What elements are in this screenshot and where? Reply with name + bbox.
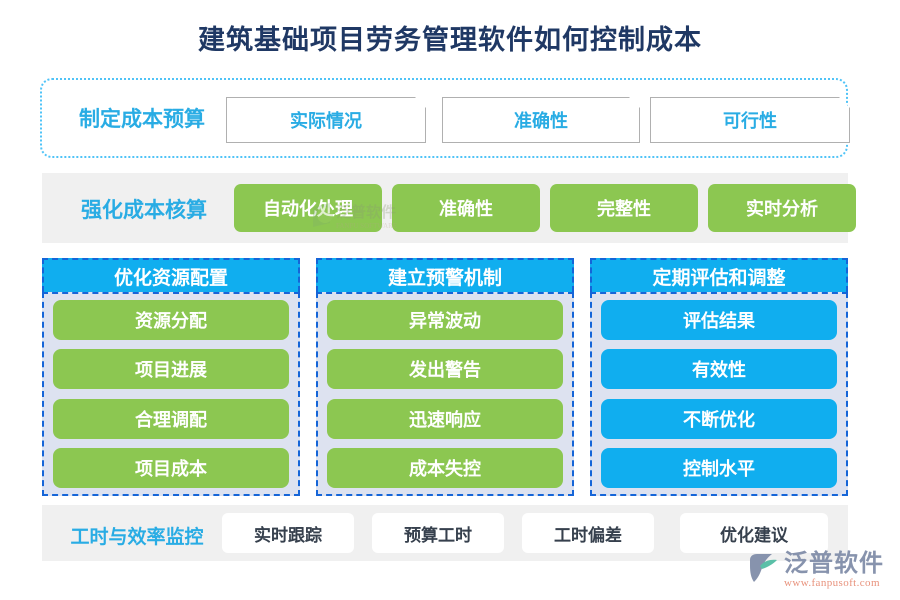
column-1-body: 异常波动 发出警告 迅速响应 成本失控 [316, 292, 574, 496]
logo-website-url: www.fanpusoft.com [784, 577, 880, 589]
logo-text-block: 泛普软件 www.fanpusoft.com [784, 552, 884, 589]
hours-efficiency-item-2[interactable]: 工时偏差 [522, 513, 654, 553]
column-2-item-2[interactable]: 不断优化 [601, 398, 837, 439]
column-1-item-3[interactable]: 成本失控 [327, 447, 563, 488]
cost-accounting-item-1[interactable]: 准确性 [392, 184, 540, 232]
column-periodic-review: 定期评估和调整 评估结果 有效性 不断优化 控制水平 [590, 258, 848, 496]
column-0-item-1[interactable]: 项目进展 [53, 349, 289, 390]
section-cost-accounting: 强化成本核算 自动化处理 准确性 完整性 实时分析 泛普软件 FANPU SOF… [42, 173, 856, 243]
brand-logo: 泛普软件 www.fanpusoft.com [748, 552, 894, 592]
column-1-item-2[interactable]: 迅速响应 [327, 398, 563, 439]
section-cost-budget: 制定成本预算 实际情况 准确性 可行性 [40, 78, 848, 158]
column-0-item-2[interactable]: 合理调配 [53, 398, 289, 439]
logo-company-name: 泛普软件 [784, 551, 884, 577]
cost-budget-item-2[interactable]: 可行性 [650, 97, 850, 143]
cost-accounting-item-3[interactable]: 实时分析 [708, 184, 856, 232]
column-2-item-0[interactable]: 评估结果 [601, 300, 837, 340]
column-2-header: 定期评估和调整 [590, 258, 848, 292]
section-cost-budget-label: 制定成本预算 [79, 107, 205, 131]
three-column-section: 优化资源配置 资源分配 项目进展 合理调配 项目成本 建立预警机制 异常波动 发… [42, 258, 848, 496]
fanpu-swoosh-icon [750, 554, 777, 582]
cost-accounting-item-2[interactable]: 完整性 [550, 184, 698, 232]
section-hours-efficiency-label: 工时与效率监控 [70, 527, 204, 548]
column-1-item-1[interactable]: 发出警告 [327, 349, 563, 390]
column-0-item-3[interactable]: 项目成本 [53, 447, 289, 488]
column-1-header: 建立预警机制 [316, 258, 574, 292]
column-1-item-0[interactable]: 异常波动 [327, 300, 563, 340]
page-title: 建筑基础项目劳务管理软件如何控制成本 [198, 25, 702, 55]
column-0-item-0[interactable]: 资源分配 [53, 300, 289, 340]
column-2-body: 评估结果 有效性 不断优化 控制水平 [590, 292, 848, 496]
column-optimize-resources: 优化资源配置 资源分配 项目进展 合理调配 项目成本 [42, 258, 300, 496]
cost-accounting-item-0[interactable]: 自动化处理 [234, 184, 382, 232]
cost-budget-item-1[interactable]: 准确性 [442, 97, 640, 143]
section-hours-efficiency: 工时与效率监控 实时跟踪 预算工时 工时偏差 优化建议 [42, 505, 848, 561]
column-0-header: 优化资源配置 [42, 258, 300, 292]
column-warning-mechanism: 建立预警机制 异常波动 发出警告 迅速响应 成本失控 [316, 258, 574, 496]
hours-efficiency-item-3[interactable]: 优化建议 [680, 513, 828, 553]
hours-efficiency-item-1[interactable]: 预算工时 [372, 513, 504, 553]
cost-budget-item-0[interactable]: 实际情况 [226, 97, 426, 143]
column-2-item-1[interactable]: 有效性 [601, 349, 837, 390]
hours-efficiency-item-0[interactable]: 实时跟踪 [222, 513, 354, 553]
column-0-body: 资源分配 项目进展 合理调配 项目成本 [42, 292, 300, 496]
column-2-item-3[interactable]: 控制水平 [601, 447, 837, 488]
section-cost-accounting-label: 强化成本核算 [81, 198, 207, 222]
